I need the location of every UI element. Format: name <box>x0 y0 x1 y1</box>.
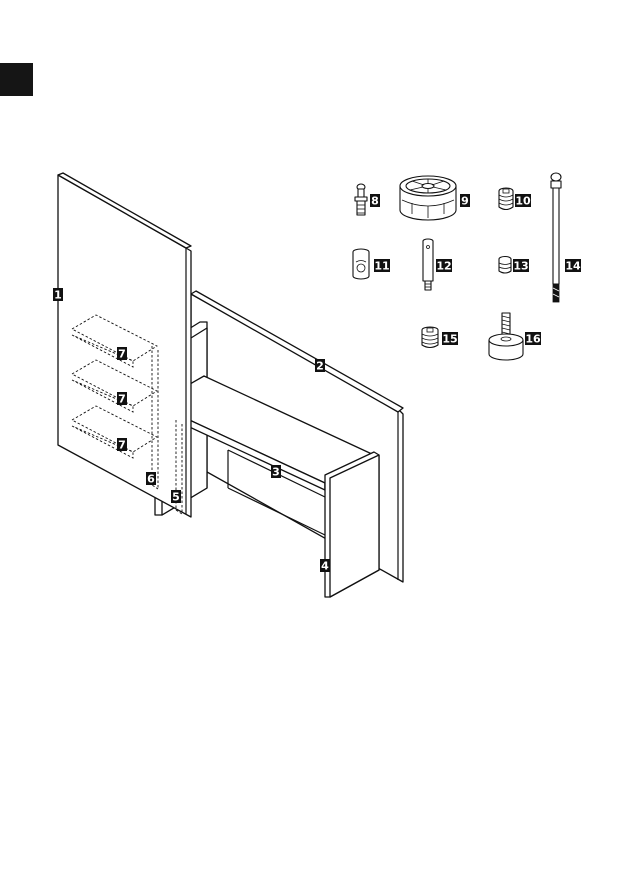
label-9: 9 <box>460 194 470 208</box>
svg-text:7: 7 <box>118 393 126 406</box>
label-5: 5 <box>171 490 181 504</box>
label-7a: 7 <box>117 347 127 361</box>
svg-text:16: 16 <box>525 333 541 346</box>
svg-text:6: 6 <box>147 473 155 486</box>
label-6: 6 <box>146 472 156 486</box>
svg-text:13: 13 <box>513 260 528 273</box>
label-16: 16 <box>525 332 541 346</box>
svg-text:12: 12 <box>436 260 451 273</box>
label-4: 4 <box>320 559 330 573</box>
svg-text:14: 14 <box>565 260 581 273</box>
svg-text:10: 10 <box>515 195 531 208</box>
label-8: 8 <box>370 194 380 208</box>
svg-text:5: 5 <box>172 491 180 504</box>
small-insert-icon <box>499 257 511 274</box>
section-tab <box>0 63 33 96</box>
label-10: 10 <box>515 194 531 208</box>
label-1: 1 <box>53 288 63 302</box>
svg-text:7: 7 <box>118 348 126 361</box>
svg-text:9: 9 <box>461 195 469 208</box>
svg-text:7: 7 <box>118 439 126 452</box>
label-2: 2 <box>315 359 325 373</box>
threaded-insert-icon <box>499 188 513 210</box>
label-14: 14 <box>565 259 581 273</box>
svg-text:11: 11 <box>374 260 389 273</box>
svg-text:2: 2 <box>316 360 324 373</box>
insert-nut-icon <box>422 327 438 348</box>
svg-text:15: 15 <box>442 333 457 346</box>
label-15: 15 <box>442 332 458 346</box>
label-12: 12 <box>436 259 452 273</box>
cam-bolt-icon <box>355 184 367 215</box>
svg-text:3: 3 <box>272 466 280 479</box>
label-3: 3 <box>271 465 281 479</box>
furniture-assembly <box>58 173 403 597</box>
label-7b: 7 <box>117 392 127 406</box>
connector-bolt-icon <box>423 239 433 290</box>
svg-text:8: 8 <box>371 195 379 208</box>
label-13: 13 <box>513 259 529 273</box>
part-4-end-panel <box>325 452 379 597</box>
part-1-side-panel <box>58 173 191 517</box>
leveling-foot-icon <box>489 313 523 360</box>
label-7c: 7 <box>117 438 127 452</box>
svg-text:1: 1 <box>54 289 62 302</box>
label-11: 11 <box>374 259 390 273</box>
long-bolt-icon <box>551 173 561 302</box>
barrel-nut-icon <box>353 249 369 279</box>
cam-lock-icon <box>400 176 456 220</box>
svg-text:4: 4 <box>321 560 329 573</box>
